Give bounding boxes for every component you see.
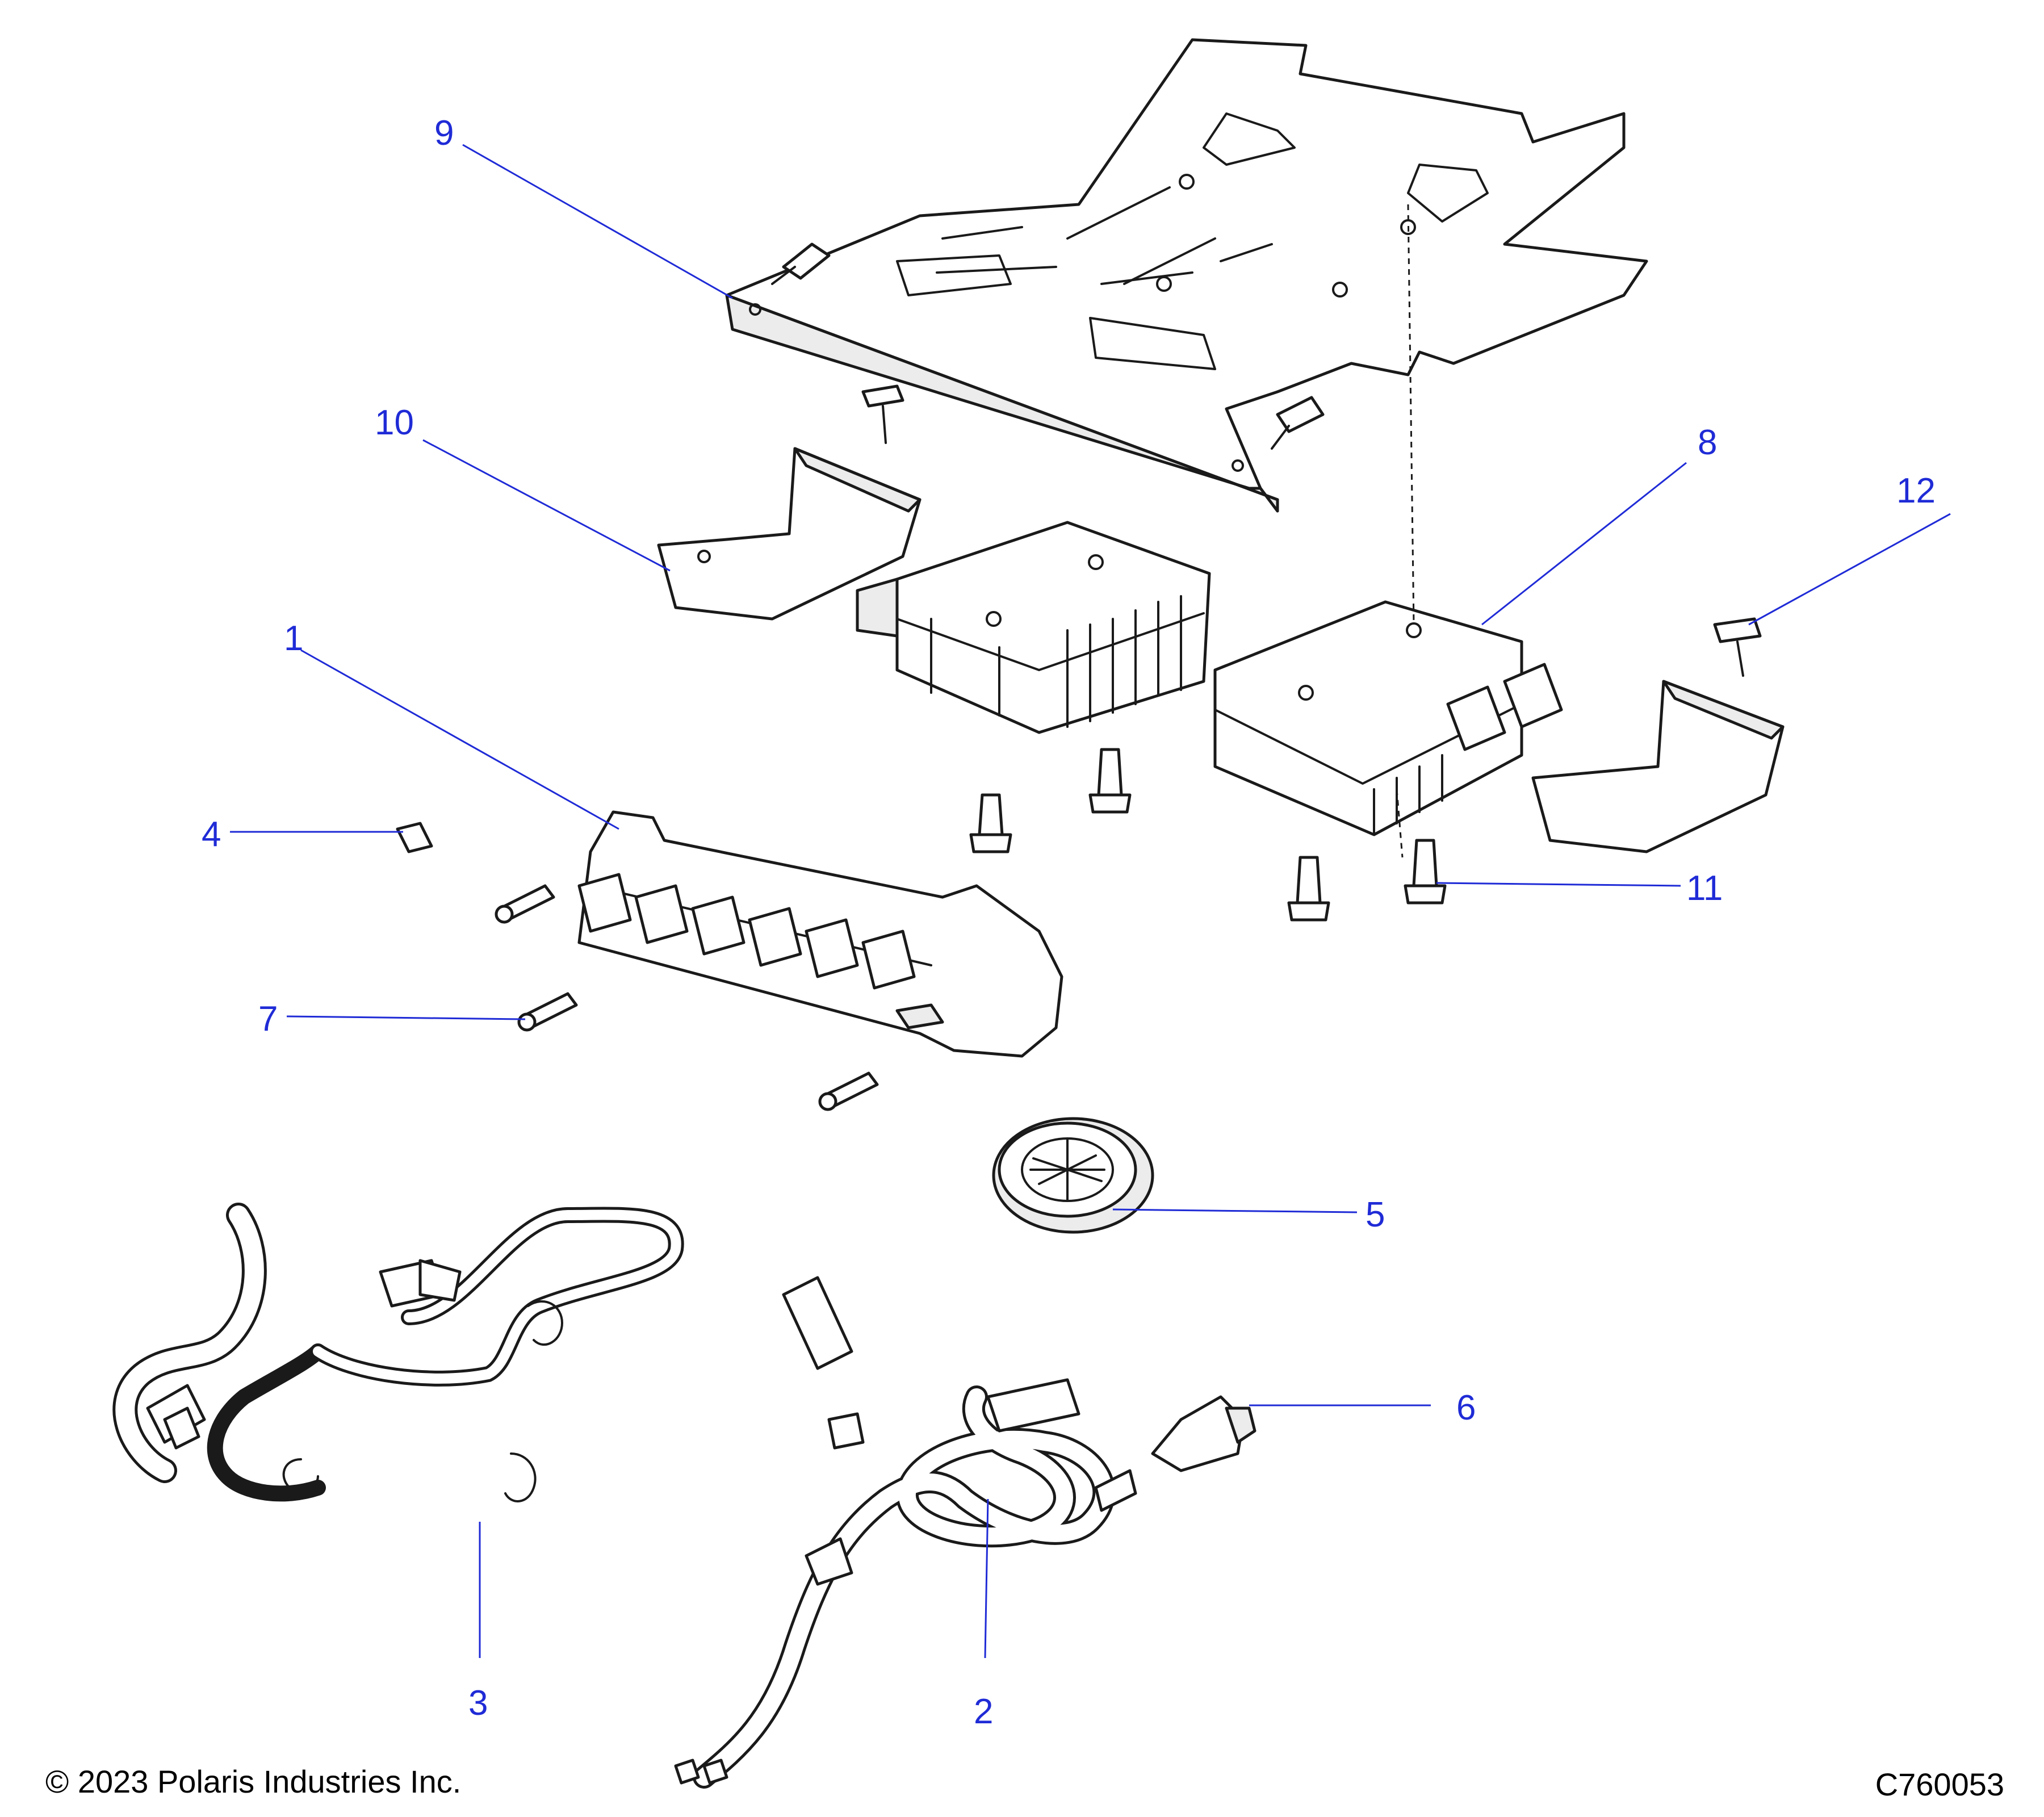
part-5-grommet [992, 1117, 1154, 1234]
plate-screw-right [1271, 396, 1325, 450]
copyright-notice: © 2023 Polaris Industries Inc. [45, 1764, 462, 1799]
part-8-ecu-module-right [1213, 600, 1563, 836]
drawing-number: C760053 [1875, 1766, 2004, 1802]
part-7-bolts [495, 884, 879, 1111]
callout-2: 2 [974, 1692, 993, 1731]
bracket-right [1531, 680, 1785, 853]
relay-sockets [577, 873, 916, 990]
part-2-wire-harness [674, 1276, 1137, 1789]
part-1-relay-block [577, 810, 1063, 1058]
callout-3: 3 [468, 1684, 488, 1723]
callout-8: 8 [1698, 423, 1717, 462]
callout-1: 1 [284, 619, 303, 658]
ecu-module-left [856, 521, 1211, 734]
part-12-push-clip [1713, 617, 1762, 677]
callout-4: 4 [202, 815, 221, 854]
part-11-screws [969, 748, 1447, 922]
plate-screw-left [771, 242, 831, 285]
callout-5: 5 [1366, 1195, 1385, 1234]
callout-labels: 1 2 3 4 5 6 7 8 9 10 11 12 [202, 114, 1936, 1731]
callout-10: 10 [375, 403, 414, 442]
callout-11: 11 [1686, 869, 1723, 908]
part-9-mounting-plate [725, 38, 1648, 513]
part-6-connector-cap [1151, 1395, 1256, 1472]
callout-9: 9 [434, 114, 454, 153]
leader-lines [230, 144, 1951, 1659]
part-10-top-clip [861, 384, 904, 444]
callout-12: 12 [1896, 471, 1936, 510]
alignment-dashed-line [1396, 204, 1415, 858]
callout-7: 7 [258, 999, 278, 1039]
part-3-wire-harness [112, 1203, 684, 1502]
part-10-bracket-left [657, 447, 922, 621]
part-4-mini-fuse [396, 822, 433, 853]
callout-6: 6 [1456, 1388, 1476, 1427]
